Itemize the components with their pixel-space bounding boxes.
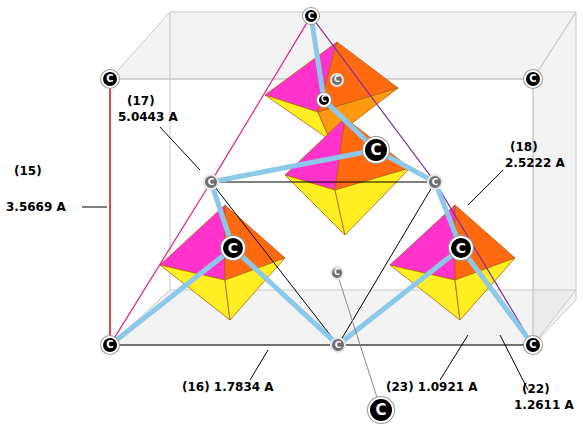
dimension-edge bbox=[109, 79, 111, 345]
dimension-label: (23) 1.0921 A bbox=[386, 380, 478, 394]
carbon-atom: C bbox=[524, 70, 542, 88]
lattice-line bbox=[215, 23, 307, 175]
carbon-atom: C bbox=[363, 137, 389, 163]
octahedron bbox=[265, 42, 398, 140]
atom-symbol: C bbox=[432, 178, 439, 187]
octahedron bbox=[285, 118, 410, 235]
dimension-label: (16) 1.7834 A bbox=[182, 380, 274, 394]
dimension-label: 3.5669 A bbox=[6, 200, 66, 214]
bond bbox=[214, 190, 230, 237]
cube-edge bbox=[533, 79, 534, 345]
dimension-label: 1.2611 A bbox=[514, 398, 574, 412]
atom-symbol: C bbox=[335, 341, 342, 350]
bond bbox=[387, 156, 428, 178]
dimension-label: 5.0443 A bbox=[118, 110, 178, 124]
carbon-atom-rear: C bbox=[427, 174, 443, 190]
carbon-atom: C bbox=[303, 8, 319, 24]
atom-symbol: C bbox=[375, 403, 386, 418]
carbon-atom: C bbox=[524, 336, 542, 354]
atom-symbol: C bbox=[334, 269, 340, 277]
atom-symbol: C bbox=[106, 74, 113, 84]
atom-symbol: C bbox=[106, 340, 113, 350]
carbon-atom: C bbox=[317, 93, 331, 107]
carbon-atom-rear: C bbox=[330, 266, 344, 280]
dimension-label: (17) bbox=[127, 94, 155, 108]
lattice-line bbox=[439, 189, 528, 337]
carbon-atom-rear: C bbox=[330, 73, 344, 87]
dimension-label: (15) bbox=[14, 164, 42, 178]
atom-symbol: C bbox=[370, 143, 381, 158]
atom-symbol: C bbox=[321, 96, 327, 104]
lattice-line bbox=[115, 189, 207, 338]
bond bbox=[344, 255, 451, 340]
lattice-line bbox=[339, 280, 377, 398]
atom-symbol: C bbox=[529, 340, 536, 350]
atom-symbol: C bbox=[456, 241, 466, 255]
dimension-label: 2.5222 A bbox=[505, 156, 565, 170]
dimension-label: (22) bbox=[522, 382, 550, 396]
lattice-line bbox=[216, 188, 333, 338]
atom-symbol: C bbox=[228, 241, 238, 255]
lattice-line bbox=[346, 345, 524, 346]
dimension-label: (18) bbox=[510, 140, 538, 154]
bond bbox=[219, 152, 363, 180]
bond bbox=[117, 255, 224, 339]
lattice-line bbox=[316, 22, 430, 175]
bond bbox=[312, 24, 323, 93]
bond bbox=[468, 258, 527, 338]
carbon-atom: C bbox=[101, 70, 119, 88]
unit-cube bbox=[110, 12, 576, 345]
carbon-atom: C bbox=[449, 236, 473, 260]
atom-symbol: C bbox=[208, 178, 215, 187]
bond bbox=[329, 105, 367, 141]
atom-symbol: C bbox=[529, 74, 536, 84]
atom-symbol: C bbox=[334, 76, 340, 84]
carbon-atom-rear: C bbox=[330, 337, 346, 353]
bond bbox=[242, 256, 332, 339]
bond bbox=[438, 189, 457, 236]
carbon-atom-rear: C bbox=[203, 174, 219, 190]
carbon-atom: C bbox=[368, 397, 394, 423]
atom-symbol: C bbox=[308, 12, 315, 21]
leader-line bbox=[82, 127, 528, 390]
lattice-line bbox=[342, 189, 431, 338]
carbon-atom: C bbox=[101, 336, 119, 354]
cube-edge bbox=[110, 79, 111, 345]
carbon-atom: C bbox=[221, 236, 245, 260]
lattice-line bbox=[119, 345, 330, 346]
lattice-line bbox=[219, 182, 427, 183]
